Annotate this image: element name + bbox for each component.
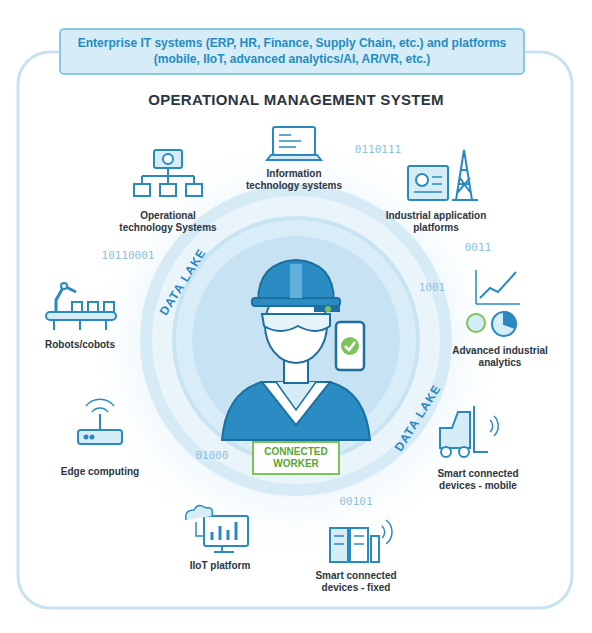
component-label: Smart connected devices - fixed xyxy=(308,570,404,594)
industrial-platform-icon xyxy=(408,150,478,200)
binary-digits: 0011 xyxy=(465,241,492,254)
component-label: Smart connected devices - mobile xyxy=(430,468,526,492)
connected-worker-figure xyxy=(222,260,370,440)
binary-digits: 00101 xyxy=(339,495,372,508)
laptop-icon xyxy=(267,127,321,160)
robot-icon xyxy=(46,283,116,330)
ring-outer xyxy=(146,190,446,490)
binary-digits: 10110001 xyxy=(102,249,155,262)
analytics-icon xyxy=(467,270,520,336)
banner-box: Enterprise IT systems (ERP, HR, Finance,… xyxy=(59,28,525,75)
ring-inner xyxy=(192,236,400,444)
binary-digits: 0110111 xyxy=(355,143,401,156)
component-label: Advanced industrial analytics xyxy=(450,345,550,369)
ring-mid xyxy=(174,218,418,462)
component-label: Edge computing xyxy=(50,466,150,478)
frame xyxy=(18,52,572,608)
diagram-title: OPERATIONAL MANAGEMENT SYSTEM xyxy=(0,91,592,108)
component-label: IIoT platform xyxy=(170,560,270,572)
binary-digits: 1001 xyxy=(419,281,446,294)
glow xyxy=(81,130,511,560)
component-label: Robots/cobots xyxy=(30,339,130,351)
node-text: CONNECTED WORKER xyxy=(260,446,332,470)
forklift-icon xyxy=(440,406,498,457)
router-icon xyxy=(78,399,122,444)
node-text: Enterprise IT systems (ERP, HR, Finance,… xyxy=(71,36,513,67)
fixed-devices-icon xyxy=(330,520,392,562)
binary-digits: 01000 xyxy=(195,449,228,462)
iiot-platform-icon xyxy=(186,505,248,552)
component-label: Industrial application platforms xyxy=(380,210,492,234)
component-label: Information technology systems xyxy=(244,168,344,192)
component-label: Operational technology Systems xyxy=(113,210,223,234)
worker-tag: CONNECTED WORKER xyxy=(252,441,340,475)
ot-icon xyxy=(134,150,202,196)
